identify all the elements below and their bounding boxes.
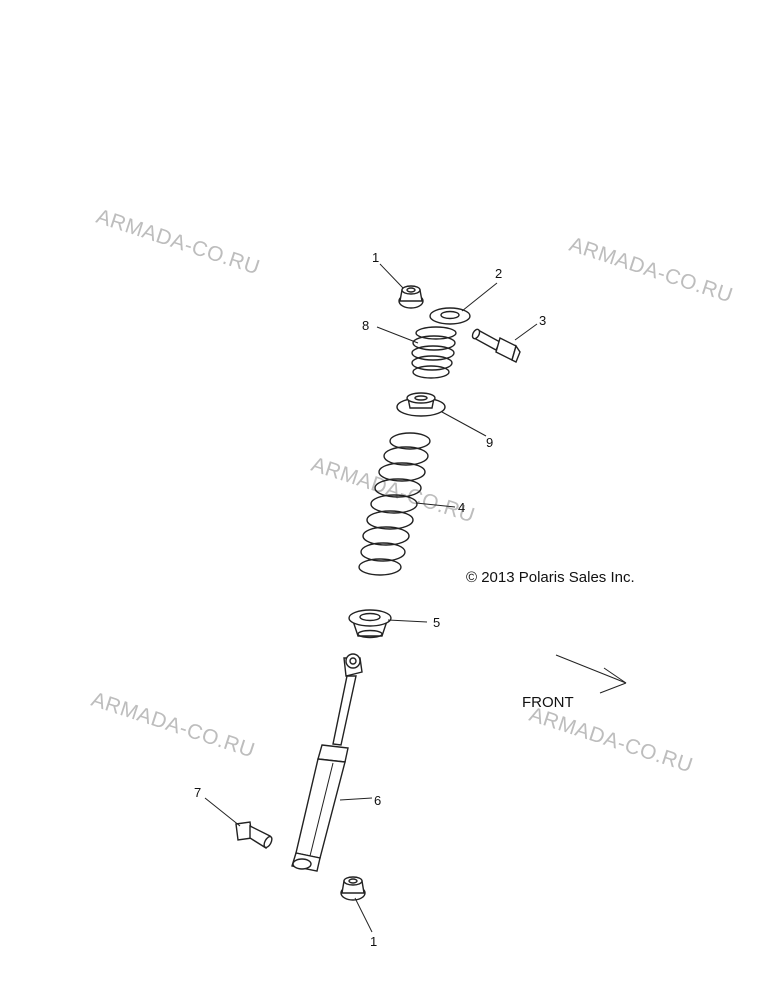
main-spring [358,432,431,576]
callout-1-bottom: 1 [370,934,377,949]
callout-6: 6 [374,793,381,808]
watermark: ARMADA-CO.RU [93,205,262,280]
callout-8: 8 [362,318,369,333]
callout-5: 5 [433,615,440,630]
watermark: ARMADA-CO.RU [526,703,695,778]
spring-retainer [396,392,446,417]
front-direction-arrow [555,654,627,694]
callout-4: 4 [458,500,465,515]
callout-1-top: 1 [372,250,379,265]
front-label: FRONT [522,694,574,711]
bolt-bottom [235,821,273,850]
flange-nut-bottom [340,876,366,901]
tender-spring [411,326,457,379]
callout-7: 7 [194,785,201,800]
callout-9: 9 [486,435,493,450]
shock-absorber [291,653,363,872]
washer [429,307,471,325]
callout-2: 2 [495,266,502,281]
bolt-top [471,328,521,363]
watermark: ARMADA-CO.RU [88,688,257,763]
copyright-notice: © 2013 Polaris Sales Inc. [466,569,635,586]
lower-spring-seat [348,609,392,639]
flange-nut-top [398,285,424,309]
watermark: ARMADA-CO.RU [566,233,735,308]
callout-3: 3 [539,313,546,328]
